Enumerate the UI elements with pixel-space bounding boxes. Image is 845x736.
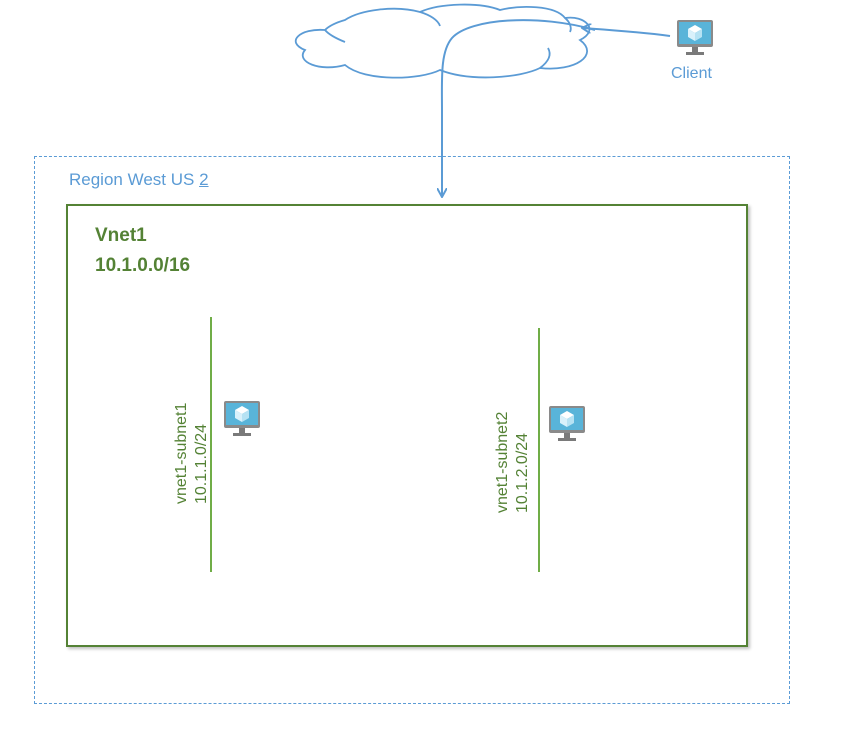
subnet1-cidr: 10.1.1.0/24 bbox=[193, 423, 210, 504]
vnet-cidr: 10.1.0.0/16 bbox=[95, 255, 191, 276]
vnet-name: Vnet1 bbox=[95, 225, 147, 246]
region-label: Region West US 2 bbox=[69, 170, 209, 190]
subnet1-label: vnet1-subnet1 10.1.1.0/24 bbox=[172, 403, 212, 504]
cloud-icon bbox=[294, 3, 591, 79]
region-label-prefix: Region West US bbox=[69, 170, 200, 189]
client-vm-icon bbox=[677, 20, 713, 55]
cloud-to-vnet-arrow bbox=[442, 19, 596, 196]
region-boundary bbox=[34, 156, 790, 704]
subnet1-name: vnet1-subnet1 bbox=[173, 402, 190, 504]
client-label: Client bbox=[671, 65, 712, 82]
subnet2-cidr: 10.1.2.0/24 bbox=[514, 432, 531, 513]
subnet2-name: vnet1-subnet2 bbox=[494, 411, 511, 513]
client-to-cloud-arrow bbox=[583, 28, 671, 37]
region-label-suffix: 2 bbox=[199, 170, 209, 189]
vnet-boundary bbox=[66, 204, 748, 647]
subnet2-label: vnet1-subnet2 10.1.2.0/24 bbox=[493, 412, 533, 513]
